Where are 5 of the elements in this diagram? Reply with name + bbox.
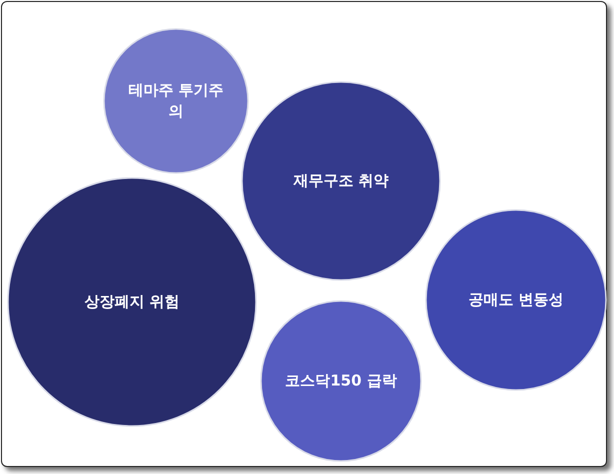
bubble-label: 공매도 변동성 <box>467 290 565 310</box>
bubble-label: 코스닥150 급락 <box>284 370 398 392</box>
bubble-label: 재무구조 취약 <box>292 170 390 192</box>
bubble-label: 상장폐지 위험 <box>83 292 181 312</box>
bubble-label: 테마주 투기주의 <box>127 80 225 122</box>
